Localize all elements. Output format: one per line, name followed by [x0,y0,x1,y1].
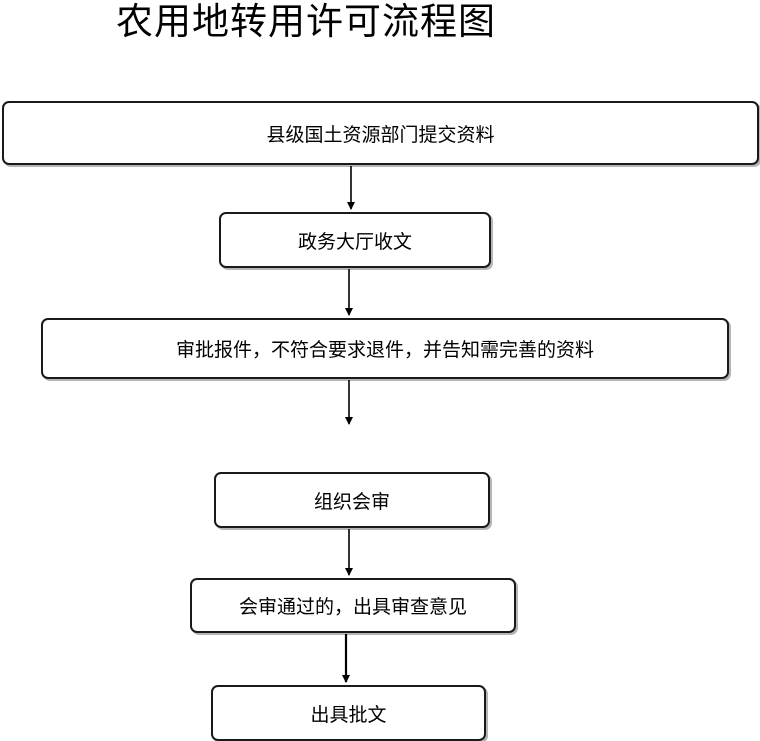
step-review-application: 审批报件，不符合要求退件，并告知需完善的资料 [41,318,729,379]
step-joint-review: 组织会审 [214,472,490,528]
step-issue-review-opinion: 会审通过的，出具审查意见 [190,578,516,633]
step-label: 组织会审 [313,490,390,513]
step-label: 政务大厅收文 [297,230,412,253]
step-label: 会审通过的，出具审查意见 [238,596,467,618]
step-submit-materials: 县级国土资源部门提交资料 [2,101,759,165]
step-issue-approval: 出具批文 [211,685,486,741]
page-title: 农用地转用许可流程图 [116,0,496,43]
step-label: 审批报件，不符合要求退件，并告知需完善的资料 [175,339,594,361]
step-label: 县级国土资源部门提交资料 [266,123,495,146]
step-label: 出具批文 [310,703,387,726]
step-receive-documents: 政务大厅收文 [219,212,491,268]
